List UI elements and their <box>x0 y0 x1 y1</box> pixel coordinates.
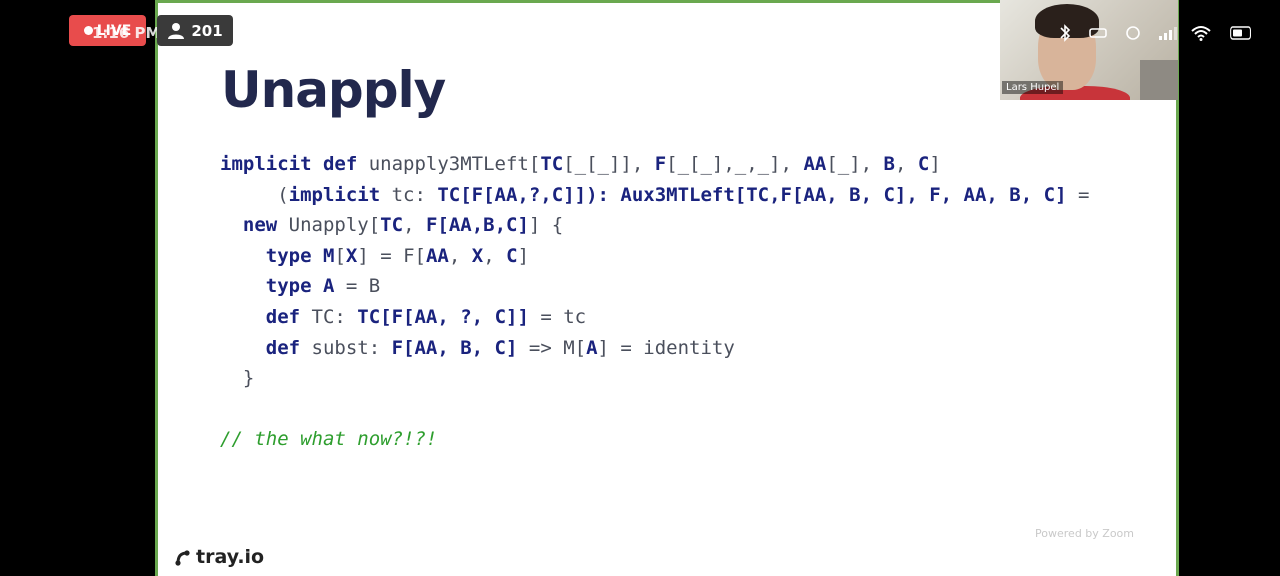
battery-icon <box>1230 26 1251 40</box>
live-label: LIVE <box>96 22 132 39</box>
bluetooth-icon <box>1060 24 1071 42</box>
participant-shirt <box>1020 86 1130 100</box>
participant-video[interactable]: Lars Hupel <box>1000 0 1178 100</box>
code-line-7: def subst: F[AA, B, C] => M[A] = identit… <box>265 336 735 359</box>
viewer-count: 201 <box>191 21 223 40</box>
tray-logo: tray.io <box>172 546 264 568</box>
code-line-9: ​ <box>220 394 1089 425</box>
tray-logo-icon <box>175 550 190 566</box>
slide-title: Unapply <box>221 61 446 119</box>
status-clock: 1:16 PM <box>92 24 161 42</box>
code-line-6: def TC: TC[F[AA, ?, C]] = tc <box>265 305 587 328</box>
code-line-8: } <box>220 367 255 390</box>
powered-by-label: Powered by Zoom <box>1035 527 1134 540</box>
code-block: implicit def unapply3MTLeft[TC[_[_]], F[… <box>220 149 1089 455</box>
signal-icon <box>1159 27 1177 40</box>
person-icon <box>168 22 185 39</box>
tray-logo-text: tray.io <box>196 546 265 568</box>
wifi-icon <box>1191 26 1211 41</box>
participant-name: Lars Hupel <box>1002 81 1064 94</box>
live-badge[interactable]: LIVE <box>69 15 146 46</box>
system-status-icons <box>1054 24 1258 42</box>
code-line-5: type A = B <box>265 275 381 298</box>
code-line-1: implicit def unapply3MTLeft[TC[_[_]], F[… <box>220 153 941 175</box>
code-line-4: type M[X] = F[AA, X, C] <box>265 244 530 267</box>
code-line-3: new Unapply[TC, F[AA,B,C]] { <box>242 214 564 237</box>
slide-footer: tray.io <box>158 540 1176 576</box>
battery-saver-icon <box>1089 28 1107 38</box>
code-line-10: // the what now?!?! <box>220 424 1089 455</box>
alarm-icon <box>1126 26 1140 40</box>
live-dot-icon <box>83 26 93 35</box>
viewer-count-badge[interactable]: 201 <box>157 15 233 46</box>
code-line-2: (implicit tc: TC[F[AA,?,C]]): Aux3MTLeft… <box>220 183 1090 206</box>
background-shelf <box>1140 60 1178 100</box>
code-comment: // the what now?!?! <box>220 428 438 451</box>
